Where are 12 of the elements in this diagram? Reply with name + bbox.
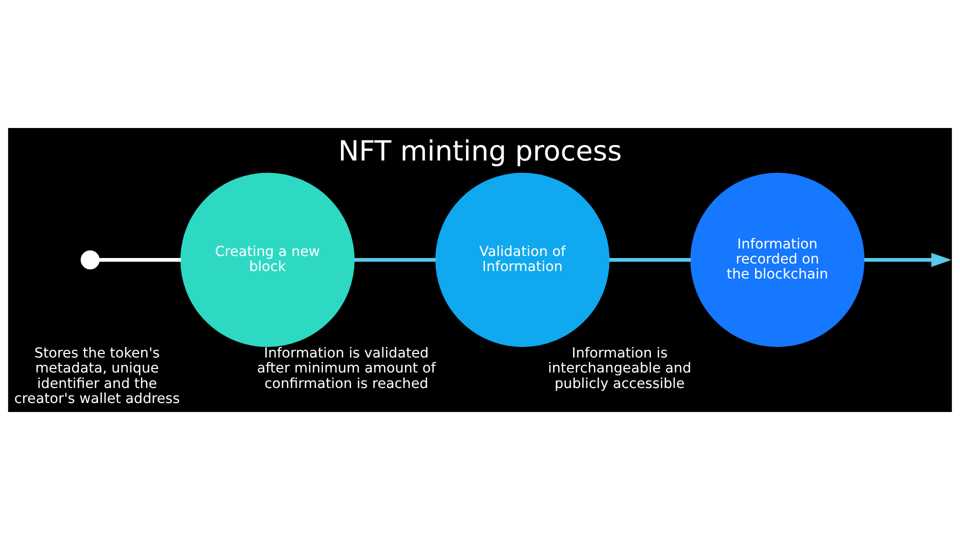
node-label: Stores the token's metadata, unique identifier and the creator's wallet address xyxy=(14,345,180,407)
connector xyxy=(609,258,691,262)
node-circle: Information recorded on the blockchain xyxy=(690,172,865,347)
node-circle: Creating a new block xyxy=(180,172,355,347)
node-label: Information is validated after minimum amount of confirmation is reached xyxy=(256,345,436,392)
node-circle xyxy=(80,250,100,270)
connector xyxy=(354,258,436,262)
connector xyxy=(99,258,181,262)
node-circle: Validation of Information xyxy=(435,172,610,347)
arrow xyxy=(864,252,952,267)
node-label: Information is interchangeable and publicly accessible xyxy=(548,345,692,392)
diagram-title: NFT minting process xyxy=(338,134,622,168)
